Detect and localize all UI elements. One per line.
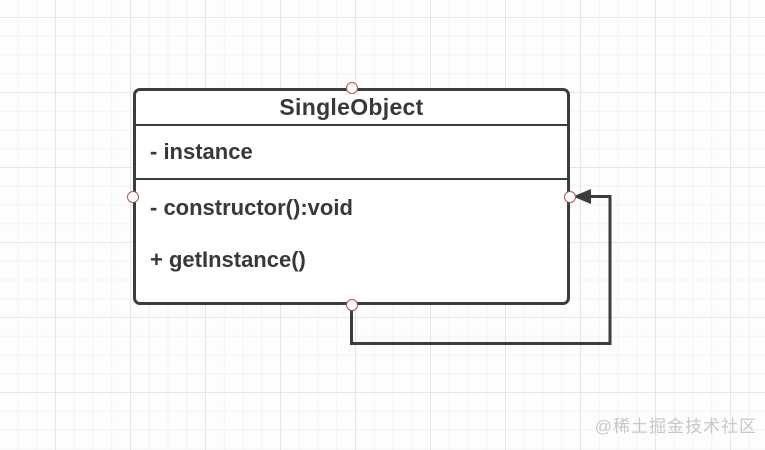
attribute-item: - instance — [150, 139, 253, 164]
watermark-text: @稀土掘金技术社区 — [594, 417, 757, 436]
connection-handle-right[interactable] — [564, 190, 576, 203]
class-methods-compartment: - constructor():void + getInstance() — [136, 180, 567, 286]
method-label: + getInstance() — [150, 247, 306, 272]
method-label: - constructor():void — [150, 195, 353, 220]
class-attributes-compartment: - instance — [136, 126, 567, 180]
method-item: - constructor():void — [136, 182, 567, 234]
uml-class-node[interactable]: SingleObject - instance - constructor():… — [133, 88, 570, 305]
method-item: + getInstance() — [136, 234, 567, 286]
class-name: SingleObject — [279, 94, 424, 120]
arrowhead-icon — [573, 189, 591, 204]
connection-handle-left[interactable] — [127, 190, 139, 203]
connection-handle-bottom[interactable] — [345, 299, 358, 311]
connector-line[interactable] — [350, 195, 612, 345]
class-title-compartment: SingleObject — [136, 91, 567, 126]
connection-handle-top[interactable] — [345, 82, 358, 94]
